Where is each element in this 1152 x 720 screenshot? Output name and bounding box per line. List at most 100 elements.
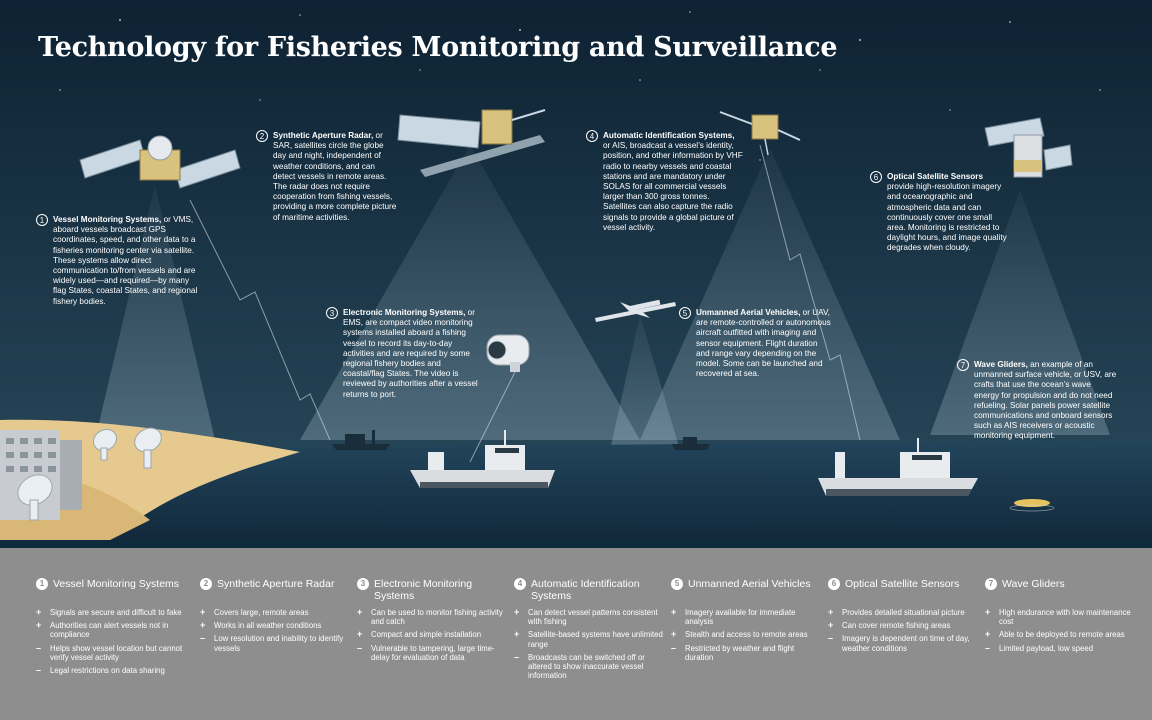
list-item: + Can cover remote fishing areas xyxy=(828,620,978,631)
list-symbol: + xyxy=(985,629,991,640)
column-title: Automatic Identification Systems xyxy=(531,578,640,602)
list-symbol: + xyxy=(357,629,363,640)
vms-beam xyxy=(95,185,215,440)
list-text: Restricted by weather and flight duratio… xyxy=(685,643,795,662)
list-symbol: + xyxy=(36,620,42,631)
list-item: + Compact and simple installation xyxy=(357,629,507,640)
column-heading: 2 Synthetic Aperture Radar xyxy=(200,578,350,604)
column-number: 7 xyxy=(985,578,997,590)
list-text: Helps show vessel location but cannot ve… xyxy=(50,643,183,662)
column-number: 5 xyxy=(671,578,683,590)
list-item: + High endurance with low maintenance cos… xyxy=(985,607,1135,627)
list-text: Able to be deployed to remote areas xyxy=(999,630,1125,640)
list-symbol: – xyxy=(671,642,677,653)
list-text: Legal restrictions on data sharing xyxy=(50,666,165,676)
column-title: Vessel Monitoring Systems xyxy=(53,578,180,590)
scene-artwork xyxy=(0,0,1152,540)
column-number: 4 xyxy=(514,578,526,590)
description-number: 6 xyxy=(870,171,882,183)
column-title: Unmanned Aerial Vehicles xyxy=(688,578,811,590)
column-heading: 4 Automatic Identification Systems xyxy=(514,578,664,604)
list-item: + Authorities can alert vessels not in co… xyxy=(36,620,186,640)
description-number: 1 xyxy=(36,214,48,226)
fishing-vessel-icon xyxy=(818,438,978,496)
list-text: Imagery available for immediate analysis xyxy=(685,608,796,627)
list-text: Covers large, remote areas xyxy=(214,608,309,617)
column-heading: 7 Wave Gliders xyxy=(985,578,1135,604)
list-symbol: + xyxy=(828,607,834,617)
description-number: 3 xyxy=(326,307,338,319)
column-vms: 1 Vessel Monitoring Systems + Signals are … xyxy=(36,578,186,679)
ais-signal xyxy=(759,144,861,441)
column-sar: 2 Synthetic Aperture Radar +Covers large,… xyxy=(200,578,350,657)
list-text: Compact and simple installation xyxy=(371,630,482,640)
pros-cons-list: +Covers large, remote areas +Works in al… xyxy=(200,607,350,653)
column-wave-glider: 7 Wave Gliders + High endurance with low m… xyxy=(985,578,1135,657)
optical-beam xyxy=(930,190,1110,435)
description-name: Synthetic Aperture Radar, xyxy=(273,131,374,140)
description-text: an example of an unmanned surface vehicl… xyxy=(974,360,1117,441)
list-symbol: – xyxy=(985,642,991,653)
pros-cons-list: +Provides detailed situational picture +… xyxy=(828,607,978,653)
description-name: Optical Satellite Sensors xyxy=(887,172,984,181)
pros-cons-list: + Can detect vessel patterns consistent w… xyxy=(514,607,664,680)
column-number: 2 xyxy=(200,578,212,590)
description-number: 4 xyxy=(586,130,598,142)
list-symbol: – xyxy=(36,665,42,676)
list-symbol: + xyxy=(828,620,834,631)
list-text: High endurance with low maintenance cost xyxy=(999,608,1131,627)
column-title: Wave Gliders xyxy=(1002,578,1065,590)
list-text: Imagery is dependent on time of day, wea… xyxy=(842,634,970,653)
stars xyxy=(59,11,1101,161)
list-symbol: + xyxy=(985,607,991,617)
description-number: 5 xyxy=(679,307,691,319)
list-text: Signals are secure and difficult to fake xyxy=(50,608,182,617)
list-symbol: – xyxy=(200,633,206,644)
optical-satellite-icon xyxy=(984,117,1073,178)
vms-satellite-icon xyxy=(79,135,241,189)
description-name: Unmanned Aerial Vehicles, xyxy=(696,308,801,317)
list-text: Vulnerable to tampering, large time-dela… xyxy=(371,643,495,662)
list-symbol: – xyxy=(514,651,520,662)
list-item: +Works in all weather conditions xyxy=(200,620,350,631)
list-item: + Signals are secure and difficult to fak… xyxy=(36,607,186,617)
list-symbol: + xyxy=(514,607,520,617)
column-ais: 4 Automatic Identification Systems + Can d… xyxy=(514,578,664,684)
list-item: –Imagery is dependent on time of day, we… xyxy=(828,634,978,653)
vms-signal xyxy=(189,199,331,441)
distant-vessels xyxy=(332,430,710,450)
comparison-footer: 1 Vessel Monitoring Systems + Signals are … xyxy=(0,548,1152,720)
list-item: –Low resolution and inability to identif… xyxy=(200,633,350,653)
list-symbol: + xyxy=(36,607,42,617)
list-item: +Provides detailed situational picture xyxy=(828,607,978,617)
ais-satellite-icon xyxy=(719,111,801,156)
list-item: +Covers large, remote areas xyxy=(200,607,350,617)
ems-camera-icon xyxy=(469,334,530,463)
column-uav: 5 Unmanned Aerial Vehicles + Imagery avail… xyxy=(671,578,821,666)
list-symbol: + xyxy=(671,629,677,640)
list-text: Can be used to monitor fishing activity … xyxy=(371,608,503,627)
list-text: Works in all weather conditions xyxy=(214,621,322,631)
list-text: Authorities can alert vessels not in com… xyxy=(50,621,169,640)
description-text: or SAR, satellites circle the globe day … xyxy=(273,131,397,222)
pros-cons-list: + High endurance with low maintenance cos… xyxy=(985,607,1135,653)
list-symbol: – xyxy=(36,642,42,653)
column-title: Optical Satellite Sensors xyxy=(845,578,960,590)
wave-glider-icon xyxy=(1009,499,1055,512)
column-title: Synthetic Aperture Radar xyxy=(217,578,335,590)
column-number: 1 xyxy=(36,578,48,590)
description-name: Wave Gliders, xyxy=(974,360,1028,369)
description-text: or VMS, aboard vessels broadcast GPS coo… xyxy=(53,215,198,306)
pros-cons-list: + Can be used to monitor fishing activity… xyxy=(357,607,507,662)
list-item: + Imagery available for immediate analysi… xyxy=(671,607,821,627)
list-symbol: + xyxy=(671,607,677,617)
list-text: Can cover remote fishing areas xyxy=(842,621,951,631)
list-text: Can detect vessel patterns consistent wi… xyxy=(528,608,658,627)
pros-cons-list: + Imagery available for immediate analysi… xyxy=(671,607,821,662)
